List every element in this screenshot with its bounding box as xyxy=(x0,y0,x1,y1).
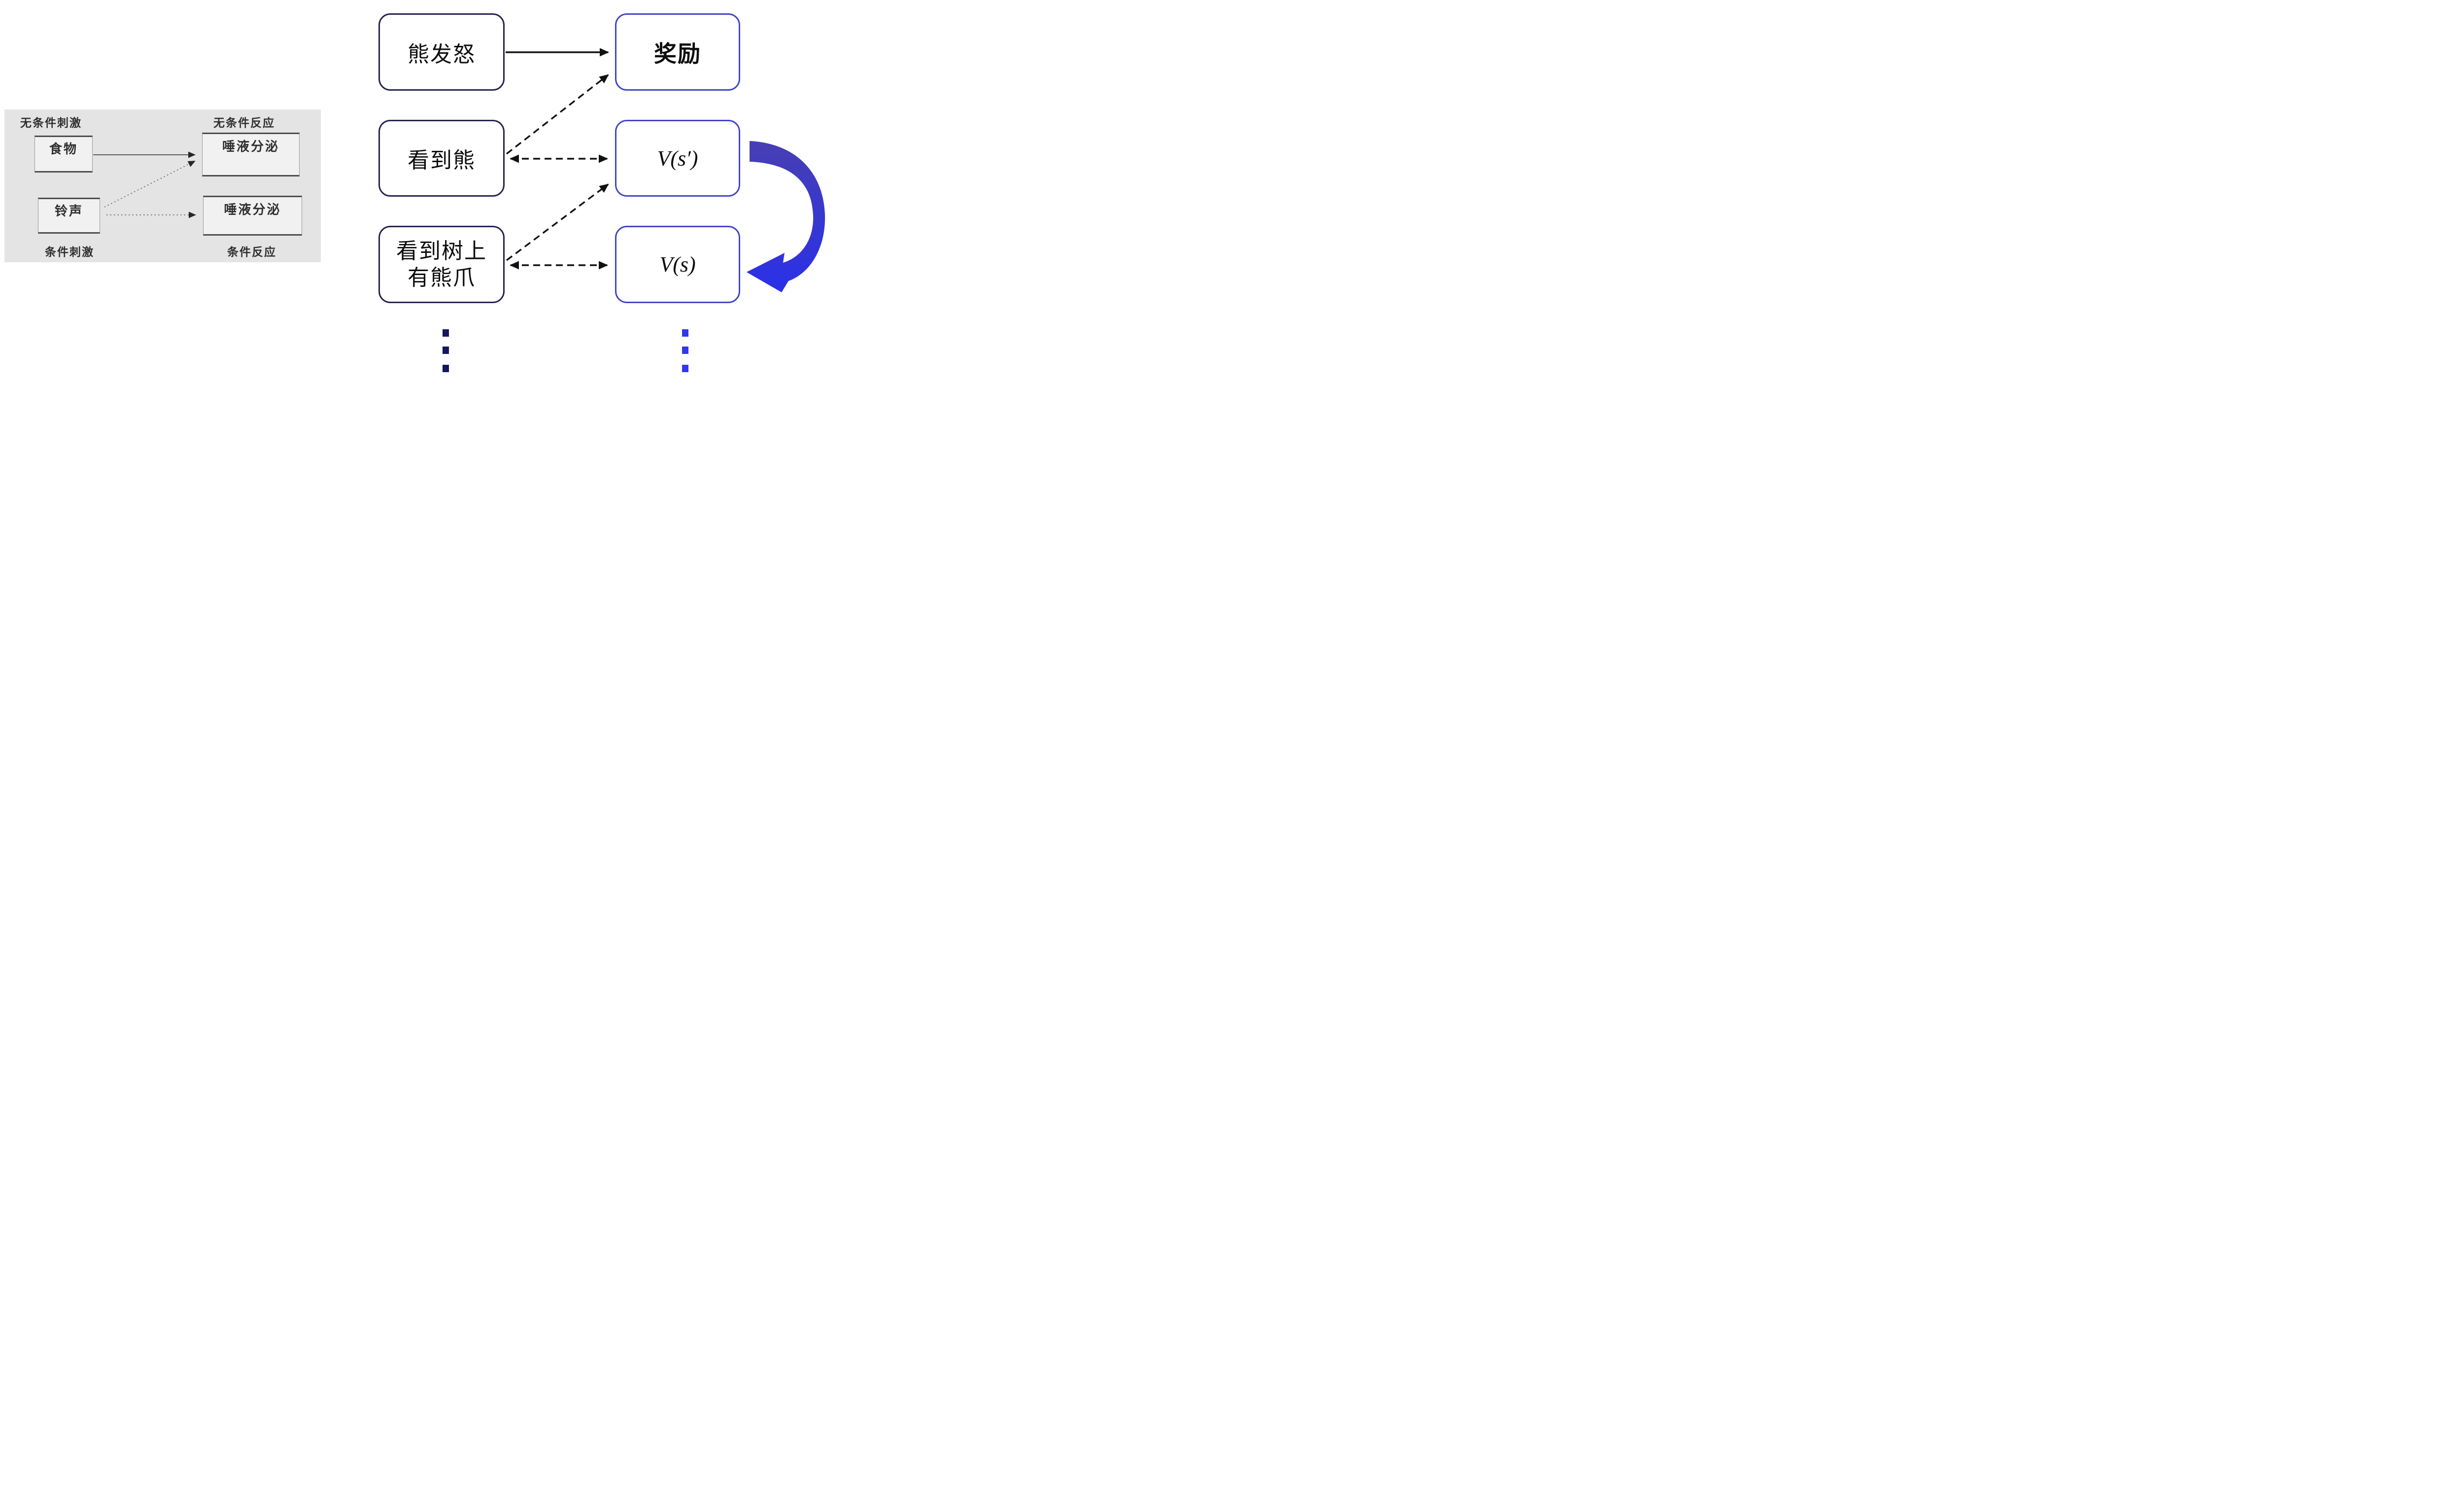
node-food: 食物 xyxy=(34,136,93,173)
node-value-state: V(s) xyxy=(615,226,740,303)
node-salivation-unconditioned: 唾液分泌 xyxy=(202,133,300,176)
node-see-bear: 看到熊 xyxy=(378,120,505,197)
arrow-see-bear-to-reward xyxy=(506,74,609,155)
ellipsis-values-dot-3 xyxy=(682,365,688,372)
ellipsis-stimuli-dot-3 xyxy=(443,365,449,372)
bootstrap-loop-arrow xyxy=(747,141,825,292)
value-state-formula: V(s) xyxy=(659,252,696,277)
node-value-next-state: V(s′) xyxy=(615,120,740,197)
diagram-canvas: 无条件刺激 无条件反应 食物 唾液分泌 铃声 唾液分泌 条件刺激 条件反应 熊发… xyxy=(0,0,827,375)
node-salivation-conditioned: 唾液分泌 xyxy=(203,196,302,236)
node-see-bear-claws: 看到树上 有熊爪 xyxy=(378,226,505,303)
ellipsis-stimuli-dot-1 xyxy=(443,329,449,337)
arrow-see-claws-to-value-next-state xyxy=(506,183,609,261)
node-bell: 铃声 xyxy=(38,198,100,234)
label-unconditioned-response: 无条件反应 xyxy=(213,116,275,129)
node-bear-angry: 熊发怒 xyxy=(378,13,505,91)
ellipsis-values-dot-2 xyxy=(682,347,688,354)
value-next-state-formula: V(s′) xyxy=(657,146,698,171)
label-conditioned-stimulus: 条件刺激 xyxy=(45,245,94,258)
node-reward: 奖励 xyxy=(615,13,740,91)
label-conditioned-response: 条件反应 xyxy=(227,245,276,258)
pavlov-panel: 无条件刺激 无条件反应 食物 唾液分泌 铃声 唾液分泌 条件刺激 条件反应 xyxy=(4,109,321,262)
label-unconditioned-stimulus: 无条件刺激 xyxy=(20,116,82,129)
see-bear-claws-text: 看到树上 有熊爪 xyxy=(396,239,487,290)
ellipsis-stimuli-dot-2 xyxy=(443,347,449,354)
ellipsis-values-dot-1 xyxy=(682,329,688,337)
